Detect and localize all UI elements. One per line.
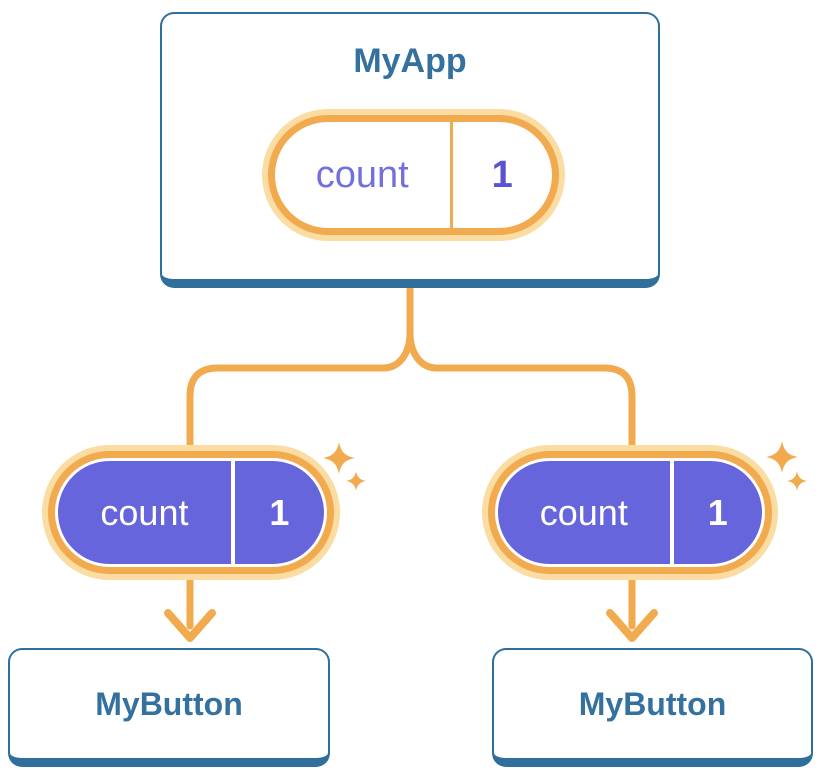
prop-pill-ring: count 1: [488, 451, 772, 574]
prop-value-label: 1: [269, 491, 290, 533]
arrowhead-down-icon: [606, 609, 658, 642]
child-component-card-left: MyButton: [8, 648, 330, 767]
prop-name-label: count: [100, 491, 189, 533]
sparkle-icon: [787, 471, 807, 491]
prop-pill-fill: count 1: [498, 461, 762, 564]
pill-divider: [449, 122, 453, 228]
state-name-label: count: [315, 153, 409, 196]
root-component-card: MyApp: [160, 12, 660, 288]
prop-pill-fill: count 1: [58, 461, 324, 564]
sparkle-icon: [766, 441, 798, 473]
sparkle-icon: [323, 442, 355, 474]
prop-value-label: 1: [707, 491, 728, 533]
pill-divider: [230, 461, 235, 564]
prop-pill-ring: count 1: [48, 451, 334, 574]
root-component-title: MyApp: [353, 42, 467, 80]
prop-pill-left: count 1: [42, 445, 340, 580]
child-component-card-right: MyButton: [492, 648, 813, 767]
state-value-label: 1: [491, 153, 513, 196]
pill-divider: [669, 461, 674, 564]
prop-pill-right: count 1: [482, 445, 778, 580]
child-component-title: MyButton: [95, 685, 243, 722]
child-component-title: MyButton: [578, 685, 727, 722]
prop-name-label: count: [539, 491, 628, 533]
state-pill-ring: count 1: [268, 115, 559, 235]
state-pill: count 1: [262, 109, 565, 241]
arrowhead-down-icon: [164, 609, 216, 642]
sparkle-icon: [346, 471, 366, 491]
connector-branch-right: [406, 284, 636, 630]
